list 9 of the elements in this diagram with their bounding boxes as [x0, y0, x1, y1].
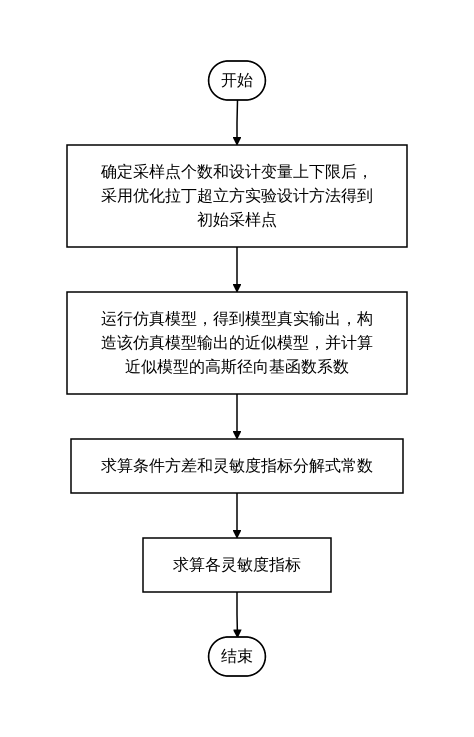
node-box: 求算条件方差和灵敏度指标分解式常数: [70, 438, 404, 494]
arrow: [232, 100, 242, 146]
node-box: 求算各灵敏度指标: [142, 537, 332, 593]
arrow: [232, 493, 242, 538]
arrow: [232, 247, 242, 292]
arrow: [232, 592, 242, 638]
node-box: 运行仿真模型，得到模型真实输出，构造该仿真模型输出的近似模型，并计算近似模型的高斯径向基函数系数: [66, 291, 408, 395]
node-box: 确定采样点个数和设计变量上下限后，采用优化拉丁超立方实验设计方法得到初始采样点: [66, 144, 408, 248]
arrow: [232, 394, 242, 440]
